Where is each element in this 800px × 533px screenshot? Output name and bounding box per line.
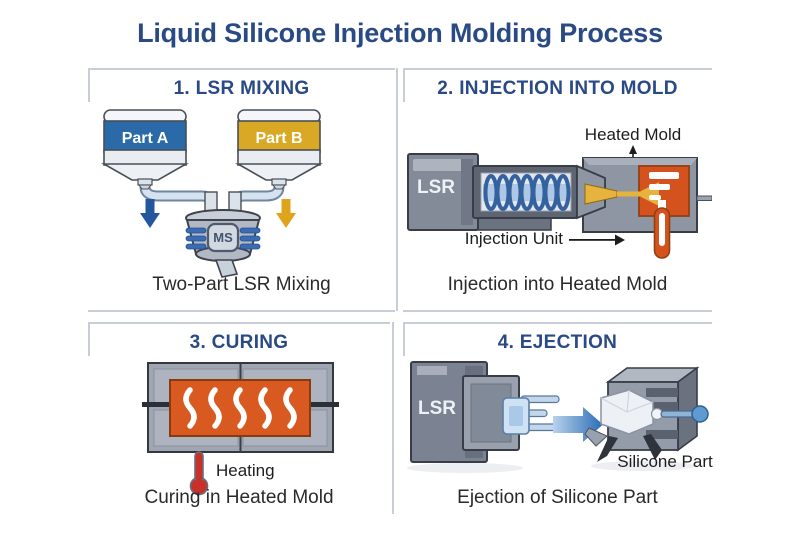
panel-injection-heading: 2. INJECTION INTO MOLD xyxy=(437,78,678,99)
injection-machine-label: LSR xyxy=(417,177,455,198)
injection-machine-block: LSR xyxy=(407,153,479,231)
panel-injection-top-border xyxy=(403,68,712,70)
panel-ejection-left-border xyxy=(403,322,405,356)
ejected-part xyxy=(502,397,530,435)
panel-injection-bottom-border xyxy=(403,310,712,312)
mold-cavity-part xyxy=(649,172,679,210)
container-part-b: Part B xyxy=(234,109,324,190)
injection-unit-arrow-icon xyxy=(569,234,625,246)
mold-wedge xyxy=(584,427,608,447)
thermometer-icon xyxy=(189,451,209,496)
sprue-claws xyxy=(597,434,662,462)
injection-illustration: LSR xyxy=(407,145,712,259)
panel-mixing-bottom-border xyxy=(88,310,395,312)
mold-side-rod xyxy=(696,195,712,201)
panel-curing-heading: 3. CURING xyxy=(189,332,289,353)
mixer-stripes xyxy=(185,227,261,250)
down-arrow-gold-icon xyxy=(276,199,296,228)
screw-coils xyxy=(483,174,571,211)
panel-mixing-top-border xyxy=(88,68,395,70)
part-b-label: Part B xyxy=(255,130,302,147)
container-part-a: Part A xyxy=(100,109,190,190)
heat-waves-icon xyxy=(183,387,297,429)
mold-shadow xyxy=(591,461,695,471)
ejection-machine-label: LSR xyxy=(418,398,456,419)
injection-unit-label: Injection Unit xyxy=(464,229,563,248)
silicone-part-label: Silicone Part xyxy=(617,452,713,471)
silicone-part xyxy=(600,389,654,435)
static-mixer: MS xyxy=(185,191,261,278)
part-a-label: Part A xyxy=(122,130,169,147)
mold-slot-right xyxy=(303,402,339,407)
panel-mixing-left-border xyxy=(88,68,90,102)
heated-mold-label: Heated Mold xyxy=(584,125,682,144)
top-row-center-divider xyxy=(396,68,398,311)
mixer-badge-label: MS xyxy=(213,230,233,245)
curing-illustration xyxy=(142,362,339,453)
heater-tube-icon xyxy=(653,207,671,259)
panel-curing-left-border xyxy=(88,322,90,356)
curing-caption: Curing in Heated Mold xyxy=(144,487,334,508)
down-arrow-blue-icon xyxy=(140,199,160,228)
panel-ejection-top-border xyxy=(403,322,712,324)
bottom-row-center-divider xyxy=(392,322,394,514)
mixing-illustration: Part A Part B MS xyxy=(100,109,324,278)
mold-slot-left xyxy=(142,402,178,407)
injection-caption: Injection into Heated Mold xyxy=(447,274,668,295)
ejector-pin-rod xyxy=(650,405,709,423)
panel-injection-left-border xyxy=(403,68,405,102)
ejection-caption: Ejection of Silicone Part xyxy=(457,487,658,508)
heating-label: Heating xyxy=(216,461,275,480)
ejection-illustration: LSR xyxy=(407,361,709,473)
panel-mixing-heading: 1. LSR MIXING xyxy=(173,78,310,99)
page-title: Liquid Silicone Injection Molding Proces… xyxy=(137,18,663,48)
mixer-spout xyxy=(214,259,239,278)
panel-curing-top-border xyxy=(88,322,390,324)
machine-shadow xyxy=(407,463,523,473)
mixing-caption: Two-Part LSR Mixing xyxy=(152,274,331,295)
panel-ejection-heading: 4. EJECTION xyxy=(497,332,618,353)
